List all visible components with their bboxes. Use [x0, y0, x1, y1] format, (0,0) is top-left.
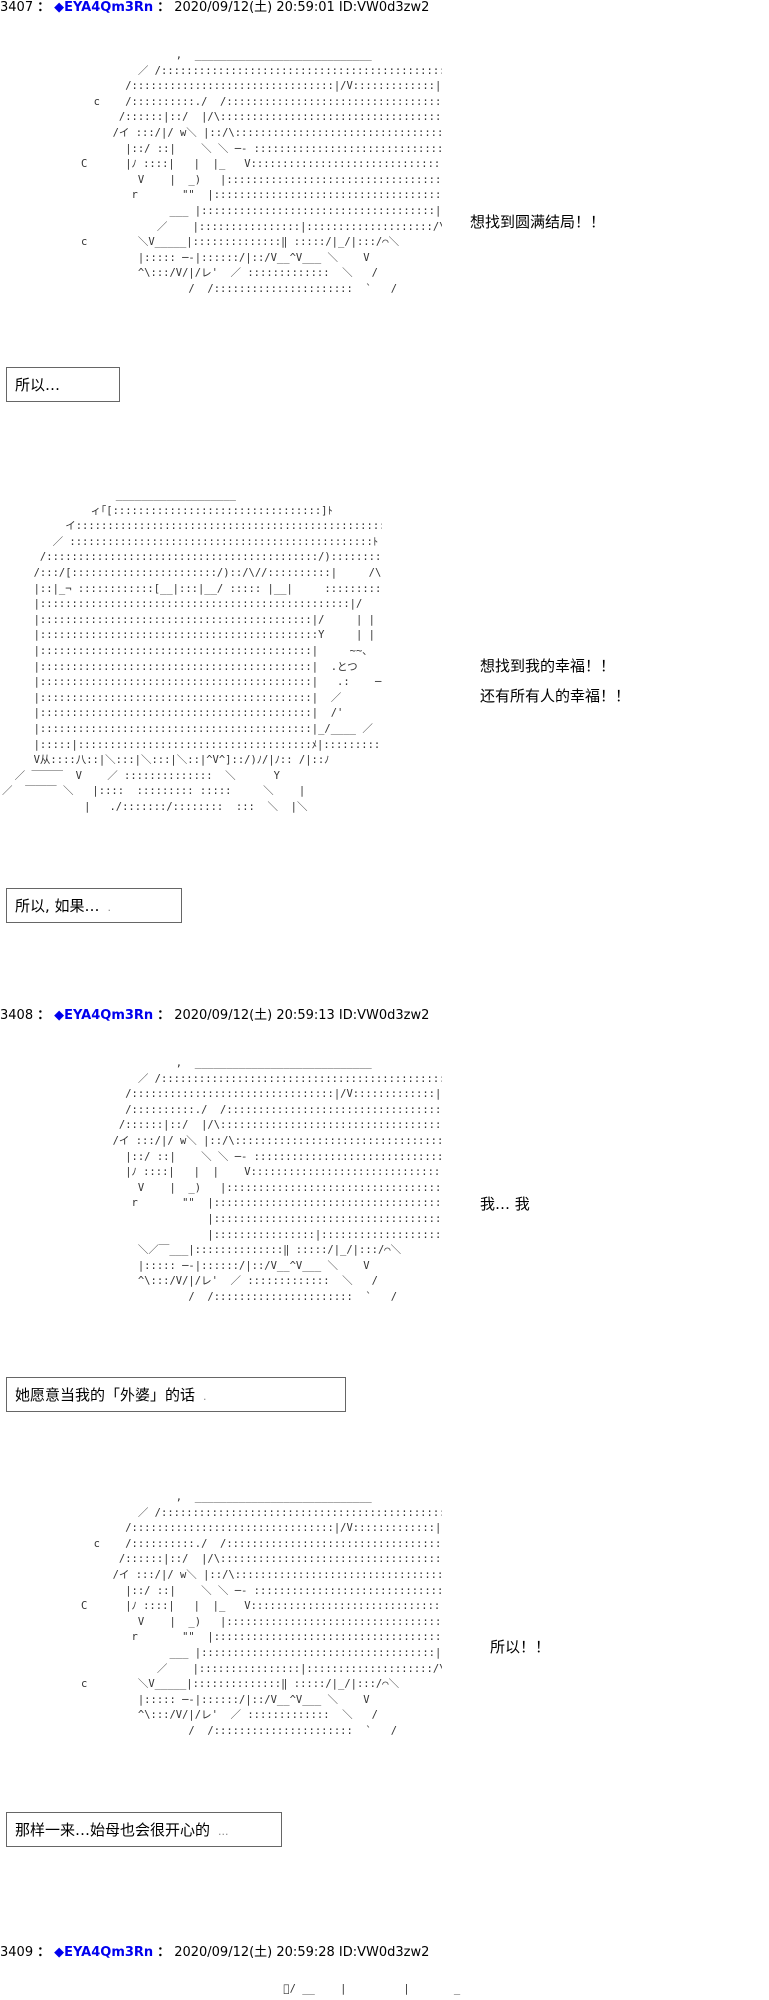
- caption-box: 所以, 如果….: [6, 888, 182, 923]
- separator: ：: [37, 1945, 51, 1960]
- caption-box: 她愿意当我的「外婆」的话.: [6, 1377, 346, 1412]
- poster-name[interactable]: ◆EYA4Qm3Rn: [54, 1945, 154, 1960]
- post-header: 3409：◆EYA4Qm3Rn：2020/09/12(土) 20:59:28 I…: [0, 1943, 429, 1963]
- post-header: 3408：◆EYA4Qm3Rn：2020/09/12(土) 20:59:13 I…: [0, 1006, 429, 1026]
- post-datetime: 2020/09/12(土) 20:59:13: [174, 1008, 335, 1023]
- trailing-dot: .: [203, 1390, 207, 1403]
- post-number: 3407: [0, 0, 34, 15]
- poster-name[interactable]: ◆EYA4Qm3Rn: [54, 0, 154, 15]
- poster-id: ID:VW0d3zw2: [338, 1008, 430, 1023]
- poster-name[interactable]: ◆EYA4Qm3Rn: [54, 1008, 154, 1023]
- separator: ：: [157, 1945, 171, 1960]
- caption-text: 她愿意当我的「外婆」的话: [15, 1386, 196, 1404]
- dialog-line: 想找到圆满结局！！: [470, 213, 606, 231]
- ascii-art: , ____________________________ ／ /::::::…: [112, 1057, 442, 1303]
- post-header: 3407：◆EYA4Qm3Rn：2020/09/12(土) 20:59:01 I…: [0, 0, 429, 18]
- caption-box: 那样一来…始母也会很开心的...: [6, 1812, 282, 1847]
- caption-text: 所以…: [15, 376, 61, 394]
- separator: ：: [157, 1008, 171, 1023]
- dialog-line: 还有所有人的幸福！！: [480, 687, 631, 705]
- post-datetime: 2020/09/12(土) 20:59:01: [174, 0, 335, 15]
- post-number: 3409: [0, 1945, 34, 1960]
- ascii-art: , ____________________________ ／ /::::::…: [80, 49, 442, 295]
- caption-text: 那样一来…始母也会很开心的: [15, 1821, 211, 1839]
- caption-box: 所以…: [6, 367, 120, 402]
- ascii-art: ___________________ ィ｢[:::::::::::::::::…: [2, 489, 382, 813]
- dialog-line: 所以！！: [490, 1638, 551, 1656]
- trailing-dot: .: [107, 901, 112, 914]
- trailing-dot: ...: [218, 1825, 229, 1838]
- poster-id: ID:VW0d3zw2: [338, 0, 430, 15]
- separator: ：: [37, 1008, 51, 1023]
- ascii-art: , ____________________________ ／ /::::::…: [80, 1491, 442, 1737]
- separator: ：: [37, 0, 51, 15]
- post-datetime: 2020/09/12(土) 20:59:28: [174, 1945, 335, 1960]
- separator: ：: [157, 0, 171, 15]
- dialog-line: 我… 我: [480, 1195, 530, 1213]
- ascii-art: ﾞ/ __ | | _: [62, 1983, 461, 1995]
- post-number: 3408: [0, 1008, 34, 1023]
- poster-id: ID:VW0d3zw2: [338, 1945, 430, 1960]
- caption-text: 所以, 如果…: [15, 897, 100, 915]
- dialog-line: 想找到我的幸福！！: [480, 657, 616, 675]
